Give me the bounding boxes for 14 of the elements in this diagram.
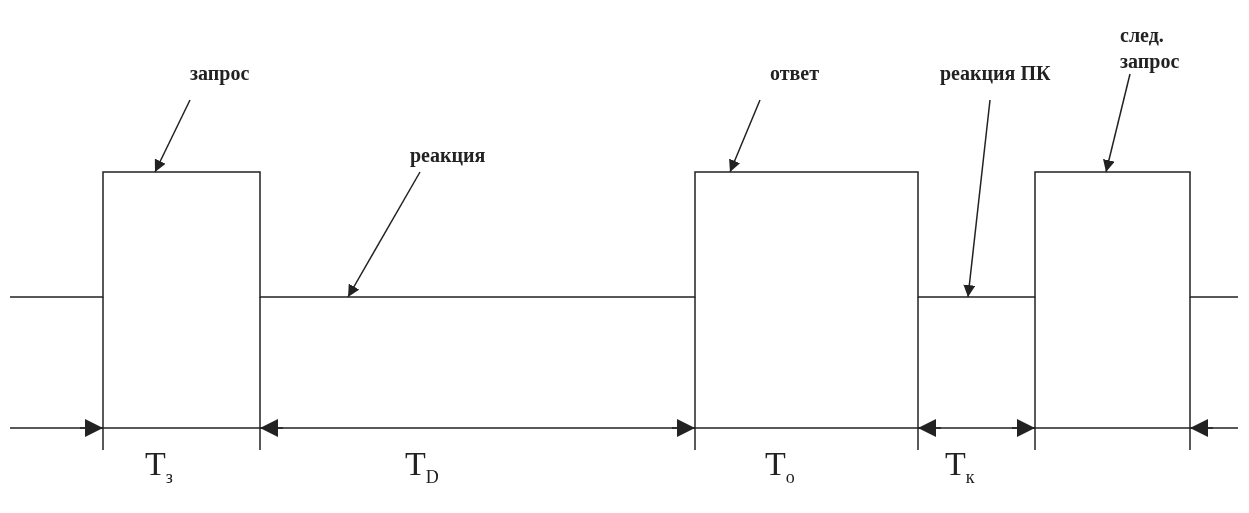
leader-line: [1103, 73, 1131, 173]
leader-line: [729, 99, 761, 173]
callout-label: след. запрос: [1120, 22, 1190, 74]
duration-label: T$_{D}$: [405, 445, 439, 488]
duration-label: T$_{к}$: [945, 445, 975, 488]
leader-line: [963, 99, 991, 298]
callout-label: запрос: [190, 60, 250, 86]
callout-label: реакция: [410, 142, 486, 168]
leader-line: [347, 171, 421, 298]
callout-label: ответ: [770, 60, 820, 86]
callout-label: реакция ПК: [940, 60, 1051, 86]
duration-label: T$_{з}$: [145, 445, 173, 488]
duration-label: T$_{о}$: [765, 445, 795, 488]
leader-line: [154, 99, 191, 173]
